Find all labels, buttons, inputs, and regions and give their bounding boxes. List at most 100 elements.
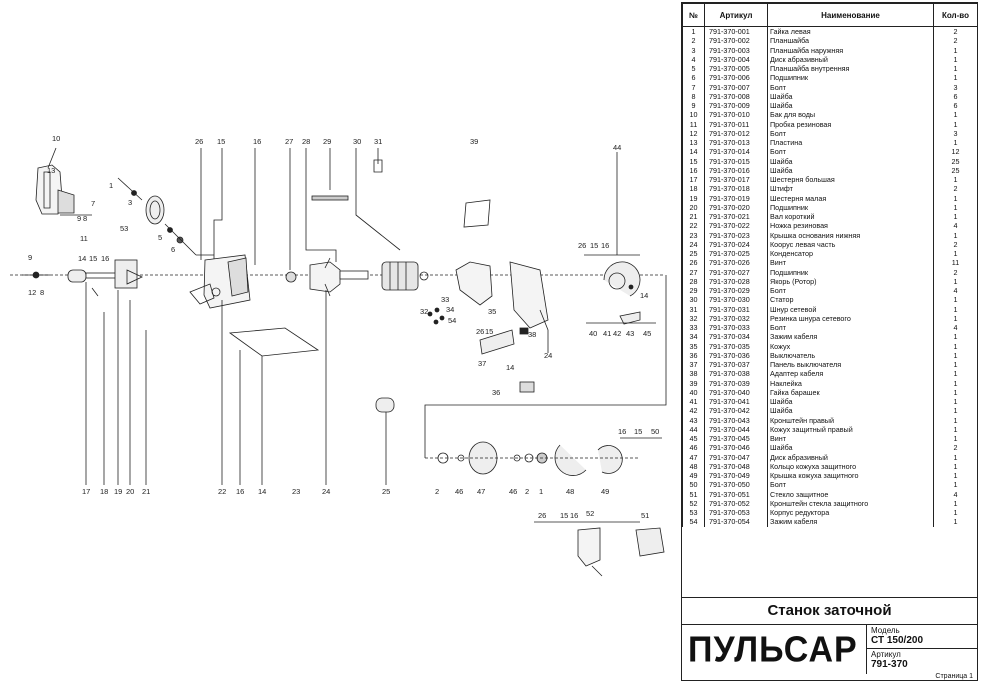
- cell-qty: 2: [933, 26, 978, 37]
- cell-article: 791-370-012: [704, 128, 768, 138]
- label-40: 40: [589, 329, 597, 338]
- cell-qty: 1: [933, 424, 978, 434]
- cell-num: 34: [682, 332, 705, 342]
- label-48: 48: [566, 487, 574, 496]
- cell-name: Болт: [767, 82, 934, 92]
- label-27: 27: [285, 137, 293, 146]
- cell-article: 791-370-037: [704, 360, 768, 370]
- cell-qty: 4: [933, 323, 978, 333]
- cell-article: 791-370-009: [704, 101, 768, 111]
- cell-qty: 1: [933, 360, 978, 370]
- cell-article: 791-370-001: [704, 26, 768, 37]
- cell-num: 49: [682, 471, 705, 481]
- label-14c: 14: [640, 291, 648, 300]
- document-title: Станок заточной: [682, 597, 977, 625]
- cell-num: 3: [682, 45, 705, 55]
- label-28: 28: [302, 137, 310, 146]
- cell-name: Шайба: [767, 91, 934, 101]
- header-name: Наименование: [767, 3, 934, 27]
- cell-article: 791-370-017: [704, 175, 768, 185]
- label-24: 24: [544, 351, 552, 360]
- cell-qty: 2: [933, 184, 978, 194]
- label-11: 11: [80, 234, 88, 243]
- cell-article: 791-370-003: [704, 45, 768, 55]
- label-47: 47: [477, 487, 485, 496]
- label-15b: 15: [89, 254, 97, 263]
- cell-name: Болт: [767, 480, 934, 490]
- cell-num: 10: [682, 110, 705, 120]
- label-37: 37: [478, 359, 486, 368]
- cell-article: 791-370-021: [704, 212, 768, 222]
- cell-article: 791-370-033: [704, 323, 768, 333]
- label-8: 8: [83, 214, 87, 223]
- cell-article: 791-370-043: [704, 415, 768, 425]
- cell-article: 791-370-038: [704, 369, 768, 379]
- cell-name: Коорус левая часть: [767, 239, 934, 249]
- label-15d: 15: [590, 241, 598, 250]
- part-gear-housing: [189, 254, 251, 309]
- cell-name: Кронштейн стекла защитного: [767, 498, 934, 508]
- cell-num: 5: [682, 64, 705, 74]
- cell-num: 37: [682, 360, 705, 370]
- cell-name: Выключатель: [767, 350, 934, 360]
- model-value: СТ 150/200: [871, 635, 924, 646]
- label-18: 18: [100, 487, 108, 496]
- label-53: 53: [120, 224, 128, 233]
- label-46b: 46: [509, 487, 517, 496]
- cell-num: 48: [682, 461, 705, 471]
- label-35: 35: [488, 307, 496, 316]
- label-16d: 16: [236, 487, 244, 496]
- cell-qty: 1: [933, 415, 978, 425]
- cell-article: 791-370-044: [704, 424, 768, 434]
- cell-name: Шайба: [767, 406, 934, 416]
- label-15c: 15: [485, 327, 493, 336]
- cell-qty: 1: [933, 295, 978, 305]
- cell-num: 4: [682, 54, 705, 64]
- cell-qty: 1: [933, 350, 978, 360]
- label-26c: 26: [578, 241, 586, 250]
- cell-name: Подшипник: [767, 73, 934, 83]
- cell-qty: 4: [933, 221, 978, 231]
- cell-num: 1: [682, 26, 705, 37]
- cell-qty: 1: [933, 110, 978, 120]
- cell-article: 791-370-005: [704, 64, 768, 74]
- cell-name: Ножка резиновая: [767, 221, 934, 231]
- cell-num: 19: [682, 193, 705, 203]
- cell-num: 13: [682, 138, 705, 148]
- part-rotor: [285, 257, 369, 297]
- cell-num: 38: [682, 369, 705, 379]
- cell-qty: 1: [933, 249, 978, 259]
- cell-article: 791-370-045: [704, 434, 768, 444]
- cell-qty: 1: [933, 175, 978, 185]
- cell-qty: 1: [933, 119, 978, 129]
- cell-name: Диск абразивный: [767, 54, 934, 64]
- cell-name: Стекло защитное: [767, 489, 934, 499]
- label-41: 41: [603, 329, 611, 338]
- cell-article: 791-370-030: [704, 295, 768, 305]
- cell-num: 44: [682, 424, 705, 434]
- label-12: 12: [28, 288, 36, 297]
- cell-name: Винт: [767, 434, 934, 444]
- cell-article: 791-370-006: [704, 73, 768, 83]
- cell-article: 791-370-032: [704, 313, 768, 323]
- label-16e: 16: [618, 427, 626, 436]
- cell-qty: 1: [933, 64, 978, 74]
- cell-qty: 1: [933, 369, 978, 379]
- cell-name: Шестерня малая: [767, 193, 934, 203]
- cell-name: Кронштейн правый: [767, 415, 934, 425]
- cell-qty: 1: [933, 341, 978, 351]
- cell-name: Винт: [767, 258, 934, 268]
